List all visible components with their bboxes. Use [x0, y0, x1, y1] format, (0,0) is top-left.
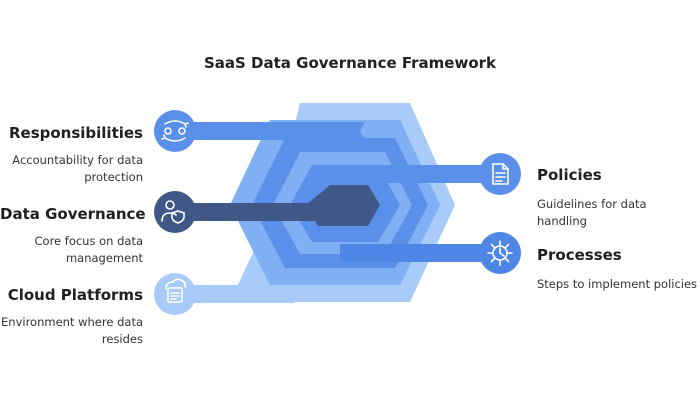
desc-policies: Guidelines for data handling	[537, 197, 647, 228]
policies-icon-group	[479, 153, 521, 195]
responsibilities-icon-group	[154, 110, 196, 152]
processes-arm	[340, 244, 510, 262]
data-governance-icon-group	[154, 191, 196, 233]
label-policies: Policies	[537, 166, 602, 184]
label-processes: Processes	[537, 246, 622, 264]
cloud-platforms-icon-group	[154, 273, 196, 315]
label-data-governance: Data Governance	[0, 205, 146, 223]
desc-processes: Steps to implement policies	[537, 277, 698, 291]
processes-icon-group	[479, 232, 521, 274]
cloud-document-icon	[165, 278, 186, 303]
people-exchange-icon	[161, 120, 189, 142]
page-title: SaaS Data Governance Framework	[203, 54, 497, 72]
responsibilities-arm	[175, 122, 343, 140]
desc-cloud-platforms: Environment where data resides	[1, 315, 143, 346]
document-icon	[492, 163, 509, 185]
cloud-platforms-arm	[175, 285, 295, 303]
policies-arm	[370, 165, 510, 183]
label-responsibilities: Responsibilities	[8, 124, 143, 142]
user-shield-icon	[161, 200, 185, 224]
desc-data-governance: Core focus on data management	[34, 234, 144, 265]
desc-responsibilities: Accountability for data protection	[12, 153, 143, 184]
gear-icon	[487, 240, 513, 266]
data-governance-arm	[175, 203, 325, 221]
label-cloud-platforms: Cloud Platforms	[7, 286, 143, 304]
